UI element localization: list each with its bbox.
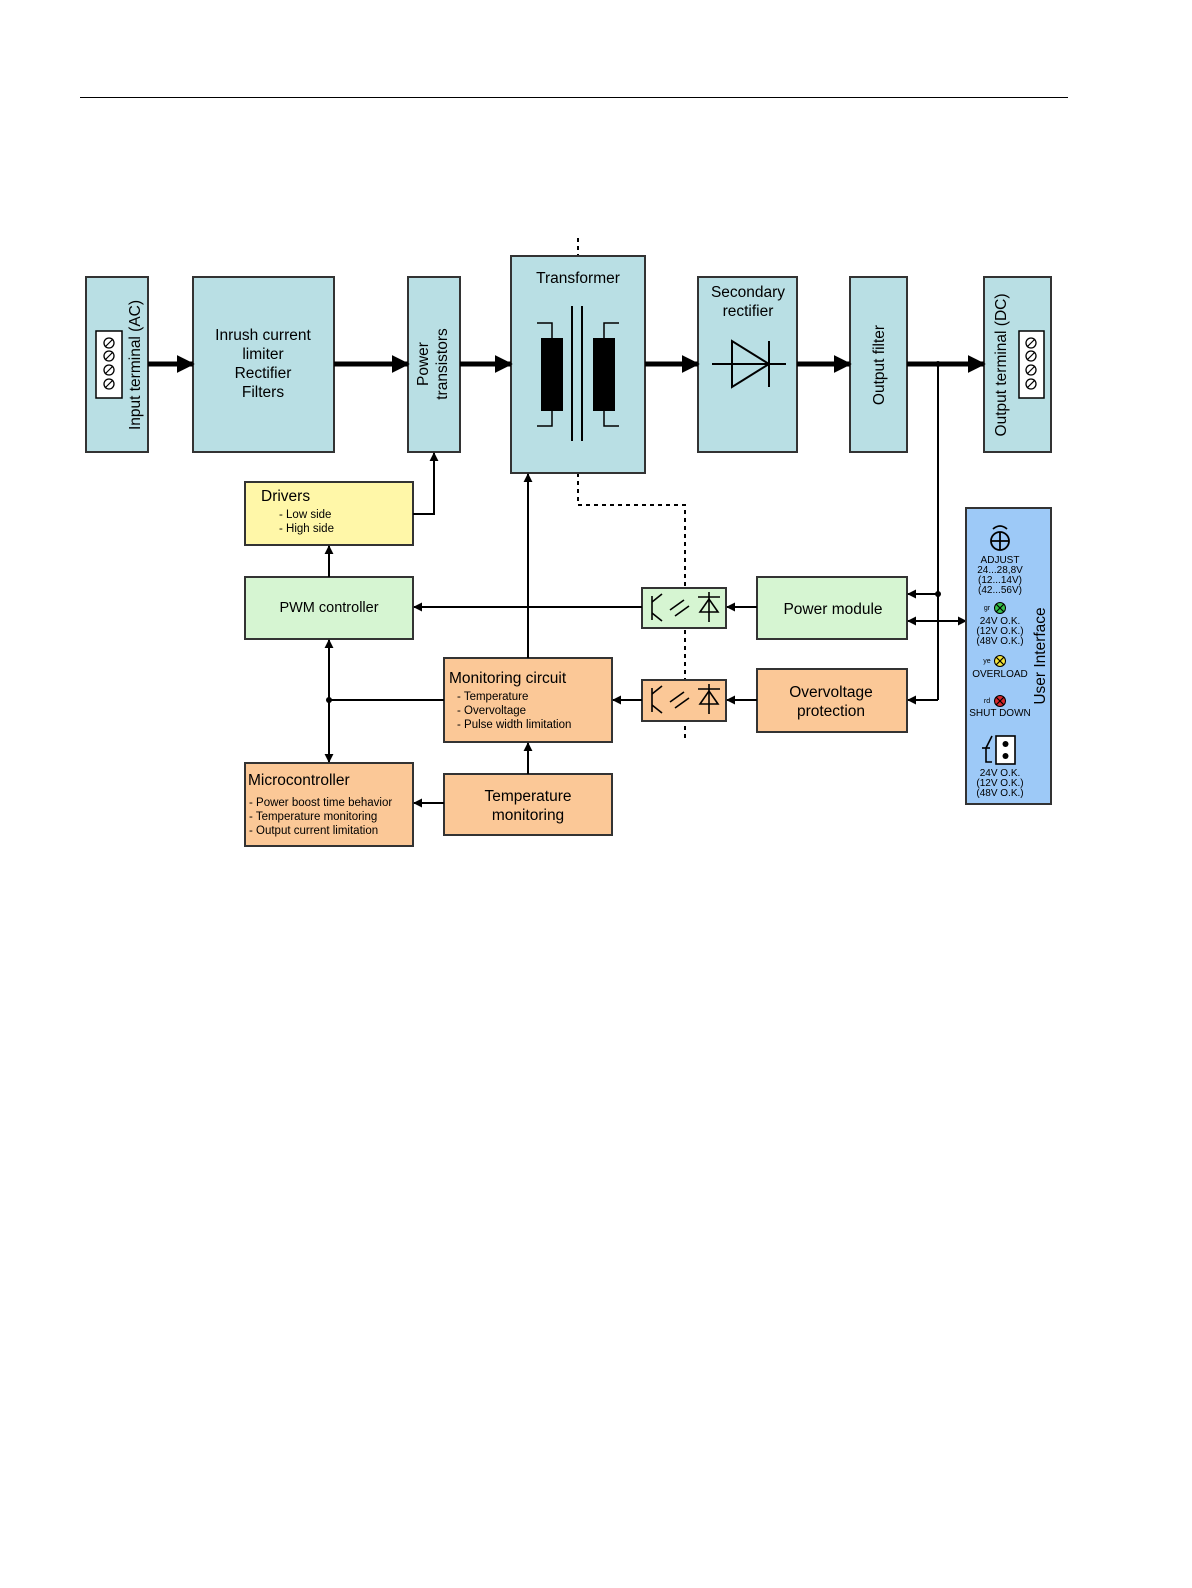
monitoring-item-3: - Pulse width limitation xyxy=(457,719,571,731)
adjust-range-3: (42...56V) xyxy=(978,585,1022,596)
led-yellow-line-1: OVERLOAD xyxy=(972,669,1028,680)
temperature-monitoring-line-2: monitoring xyxy=(492,807,564,824)
optocoupler-icon xyxy=(651,684,720,714)
led-green-line-3: (48V O.K.) xyxy=(976,636,1023,647)
led-red-tag: rd xyxy=(984,698,990,705)
transformer-block: Transformer xyxy=(510,255,646,474)
led-red-icon xyxy=(994,695,1006,707)
secondary-rectifier-line-1: Secondary xyxy=(711,284,785,301)
output-terminal-block: Output terminal (DC) xyxy=(983,276,1052,453)
diode-icon xyxy=(712,339,786,389)
led-yellow-tag: ye xyxy=(983,658,991,665)
user-interface-panel: User Interface ADJUST 24...28,8V (12...1… xyxy=(965,507,1052,805)
user-interface-title: User Interface xyxy=(1032,607,1049,704)
inrush-line-3: Rectifier xyxy=(235,365,292,382)
overvoltage-line-1: Overvoltage xyxy=(789,684,873,701)
power-transistors-line-2: transistors xyxy=(434,328,451,400)
drivers-title: Drivers xyxy=(261,488,310,505)
transformer-label: Transformer xyxy=(536,270,620,287)
overvoltage-protection-block: Overvoltage protection xyxy=(756,668,908,733)
drivers-item-1: - Low side xyxy=(279,509,331,521)
microcontroller-item-2: - Temperature monitoring xyxy=(249,811,377,823)
monitoring-item-1: - Temperature xyxy=(457,691,528,703)
drivers-block: Drivers - Low side - High side xyxy=(244,481,414,546)
monitoring-circuit-block: Monitoring circuit - Temperature - Overv… xyxy=(443,657,613,743)
input-terminal-label: Input terminal (AC) xyxy=(127,300,144,430)
overvoltage-line-2: protection xyxy=(797,703,865,720)
terminal-screw-icon xyxy=(95,330,123,399)
monitoring-item-2: - Overvoltage xyxy=(457,705,526,717)
input-terminal-block: Input terminal (AC) xyxy=(85,276,149,453)
optocoupler-upper xyxy=(641,587,727,629)
transformer-symbol xyxy=(537,306,619,441)
microcontroller-item-3: - Output current limitation xyxy=(249,825,378,837)
pwm-controller-label: PWM controller xyxy=(279,600,378,616)
led-green-line-2: (12V O.K.) xyxy=(976,626,1023,637)
power-transistors-block: Power transistors xyxy=(407,276,461,453)
temperature-monitoring-line-1: Temperature xyxy=(484,788,571,805)
adjust-label: ADJUST xyxy=(981,555,1020,566)
optocoupler-icon xyxy=(651,592,720,622)
page-top-rule xyxy=(80,97,1068,98)
led-green-tag: gr xyxy=(984,605,991,612)
power-transistors-line-1: Power xyxy=(415,342,432,386)
led-red-line-1: SHUT DOWN xyxy=(969,708,1030,719)
potentiometer-icon xyxy=(990,525,1010,551)
secondary-rectifier-line-2: rectifier xyxy=(723,303,774,320)
terminal-screw-icon xyxy=(1018,330,1045,399)
secondary-rectifier-block: Secondary rectifier xyxy=(697,276,798,453)
adjust-range-2: (12...14V) xyxy=(978,575,1022,586)
optocoupler-lower xyxy=(641,679,727,722)
led-green-line-1: 24V O.K. xyxy=(980,616,1021,627)
relay-line-3: (48V O.K.) xyxy=(976,788,1023,799)
temperature-monitoring-block: Temperature monitoring xyxy=(443,773,613,836)
inrush-line-1: Inrush current xyxy=(215,327,311,344)
output-filter-label: Output filter xyxy=(871,325,888,405)
junction-dots xyxy=(326,361,941,703)
relay-contact-icon xyxy=(982,735,1016,765)
output-filter-block: Output filter xyxy=(849,276,908,453)
microcontroller-item-1: - Power boost time behavior xyxy=(249,797,392,809)
led-yellow-icon xyxy=(994,655,1006,667)
power-module-block: Power module xyxy=(756,576,908,640)
led-green-icon xyxy=(994,602,1006,614)
microcontroller-block: Microcontroller - Power boost time behav… xyxy=(244,762,414,847)
inrush-line-2: limiter xyxy=(242,346,283,363)
relay-line-2: (12V O.K.) xyxy=(976,778,1023,789)
adjust-range-1: 24...28,8V xyxy=(977,565,1023,576)
drivers-item-2: - High side xyxy=(279,523,334,535)
inrush-limiter-block: Inrush current limiter Rectifier Filters xyxy=(192,276,335,453)
power-module-label: Power module xyxy=(783,601,882,618)
relay-line-1: 24V O.K. xyxy=(980,768,1021,779)
pwm-controller-block: PWM controller xyxy=(244,576,414,640)
microcontroller-title: Microcontroller xyxy=(248,772,350,789)
monitoring-title: Monitoring circuit xyxy=(449,670,567,687)
output-terminal-label: Output terminal (DC) xyxy=(993,294,1010,437)
inrush-line-4: Filters xyxy=(242,384,284,401)
